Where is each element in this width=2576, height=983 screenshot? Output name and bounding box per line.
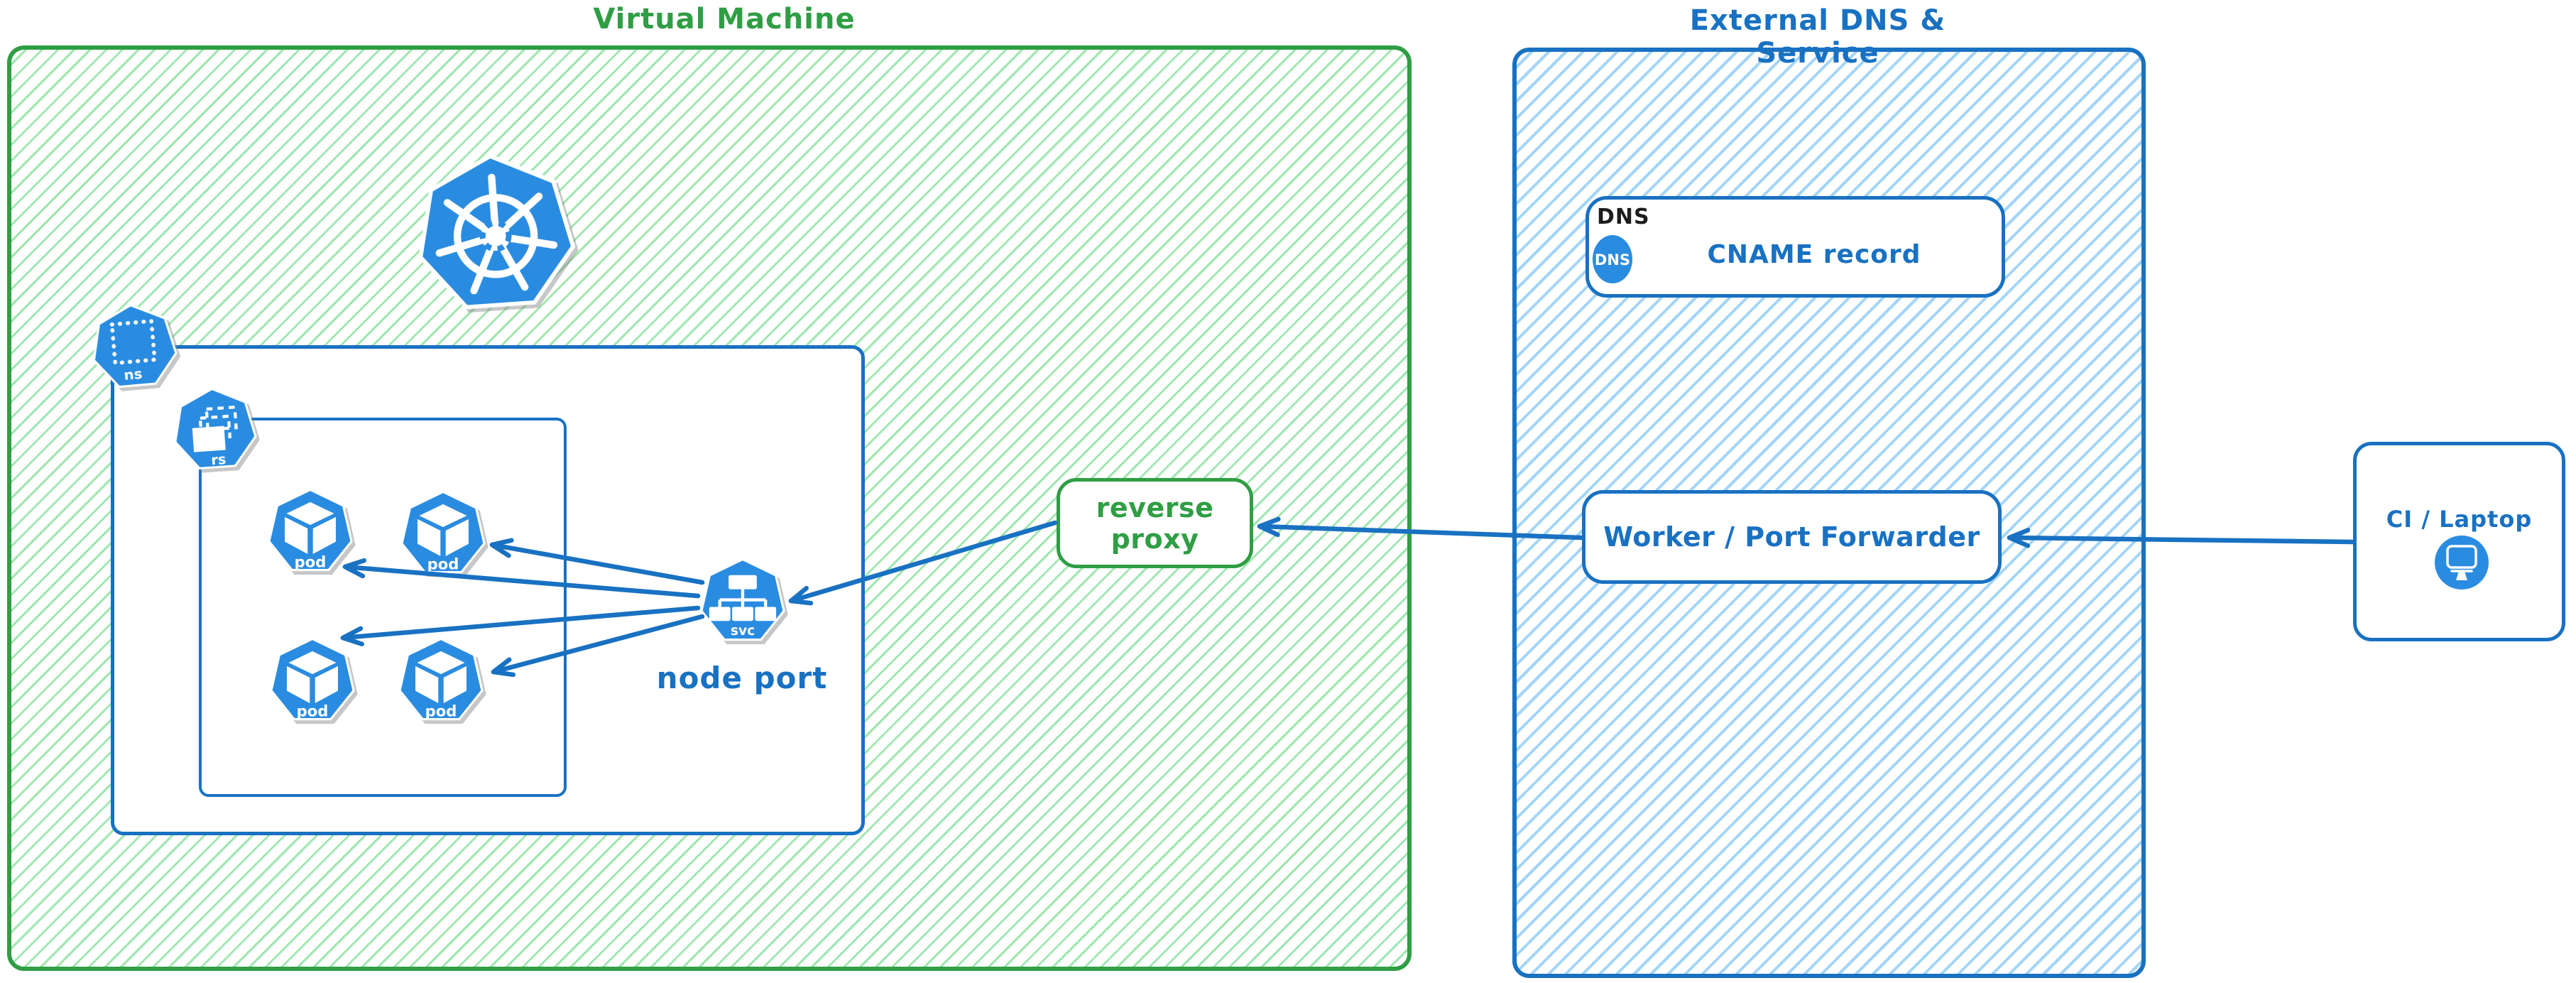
virtual-machine-title: Virtual Machine — [593, 3, 856, 36]
svg-text:rs: rs — [211, 451, 227, 468]
namespace-icon: ns — [92, 303, 178, 389]
svg-text:pod: pod — [427, 555, 459, 573]
dns-heading: DNS — [1597, 205, 1650, 229]
monitor-icon — [2435, 536, 2489, 590]
pod-icon: pod — [400, 490, 486, 574]
svg-text:ns: ns — [123, 366, 143, 384]
external-dns-service-title: External DNS & Service — [1689, 4, 1946, 70]
svg-text:svc: svc — [731, 624, 755, 639]
pod-icon: pod — [398, 637, 484, 721]
cname-record-label: CNAME record — [1707, 240, 1921, 269]
pod-icon: pod — [270, 637, 355, 721]
reverse-proxy-label: reverse proxy — [1096, 492, 1214, 555]
reverse-proxy-box: reverse proxy — [1057, 478, 1253, 568]
svg-text:pod: pod — [295, 553, 327, 571]
replicaset-icon: rs — [174, 387, 257, 469]
worker-port-forwarder-box: Worker / Port Forwarder — [1582, 490, 2002, 584]
svg-text:pod: pod — [297, 702, 329, 720]
dns-record-box — [1586, 196, 2005, 298]
replicaset-box — [199, 418, 567, 797]
node-port-caption: node port — [656, 661, 828, 695]
svg-text:DNS: DNS — [1595, 251, 1630, 268]
svg-text:pod: pod — [425, 702, 457, 720]
pod-icon: pod — [268, 488, 353, 572]
kubernetes-icon — [418, 153, 576, 310]
dns-icon: DNS — [1593, 235, 1632, 283]
worker-port-forwarder-label: Worker / Port Forwarder — [1603, 521, 1980, 553]
ci-laptop-box — [2353, 442, 2565, 641]
service-icon: svc — [700, 558, 785, 641]
ci-laptop-label: CI / Laptop — [2386, 506, 2533, 533]
